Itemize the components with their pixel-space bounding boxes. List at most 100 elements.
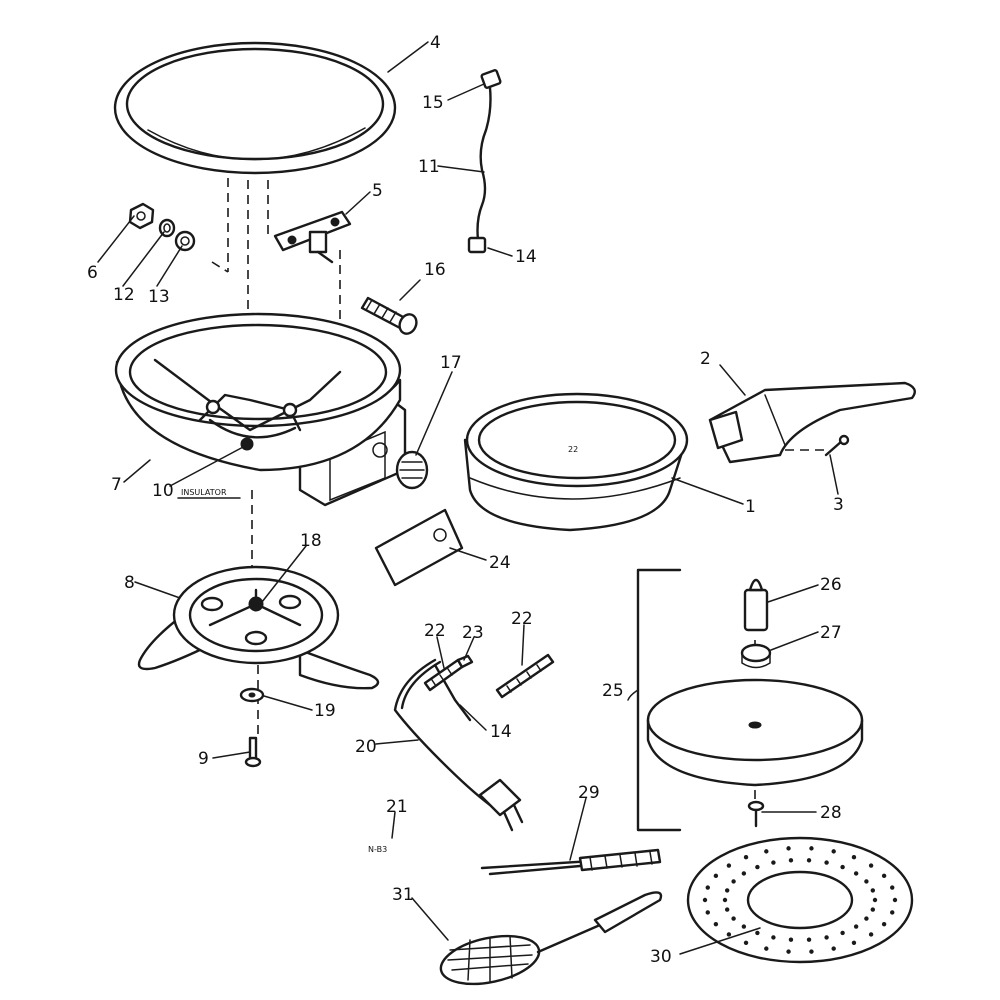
trivet-hole [743,940,749,945]
trivet-hole [764,849,769,854]
trivet-hole [824,860,829,865]
callout-24: 24 [489,553,511,573]
callout-28: 28 [820,803,842,823]
trivet-hole [881,921,887,927]
terminal-block-part-5 [273,210,352,264]
trivet-hole [726,932,732,937]
trivet-hole [722,897,728,903]
trivet-hole [755,930,760,936]
screw-part-16 [360,296,418,335]
nut-part-27 [740,643,772,669]
cover-plate-part-25 [646,678,864,787]
control-knob-part-17 [395,450,429,490]
trivet-hole [868,863,874,868]
callout-10: 10 [152,481,174,501]
callout-labels: 4 15 11 14 5 16 6 12 13 17 7 10 2 1 3 24… [87,33,844,967]
callout-31: 31 [392,885,414,905]
lid-ring-part-4 [113,41,397,175]
washer-part-19 [239,687,265,703]
trivet-hole [870,907,876,912]
trivet-hole [853,871,859,876]
insulation-sleeve-part-22b [495,653,555,699]
trivet-hole [726,863,732,868]
callout-19: 19 [314,701,336,721]
trivet-hole [806,858,812,863]
part-21: N-B3 [368,845,387,854]
trivet-hole [892,897,898,903]
callout-9: 9 [198,749,209,769]
callout-23: 23 [462,623,484,643]
callout-6: 6 [87,263,98,283]
trivet-hole [809,949,814,954]
trivet-hole [881,873,887,879]
trivet-hole [872,897,878,903]
insulator-label: INSULATOR [181,488,227,497]
trivet-hole [731,916,736,921]
trivet-hole [851,855,857,860]
trivet-hole [705,910,710,915]
brush-part-29 [480,848,662,876]
cord-set-part-20 [393,658,524,832]
leader-lines [97,41,839,955]
callout-21: 21 [386,797,408,817]
fryer-base-part-7 [114,312,407,507]
callout-1: 1 [745,497,756,517]
callout-25: 25 [602,681,624,701]
trivet-hole [806,937,812,942]
callout-14b: 14 [490,722,512,742]
trivet-hole [851,940,857,945]
trivet-hole [809,846,814,851]
probe-part-26 [743,578,769,632]
trivet-hole [864,916,869,921]
callout-3: 3 [833,495,844,515]
trivet-hole [702,897,708,903]
callout-2: 2 [700,349,711,369]
handle-part-2 [708,381,916,464]
callout-14a: 14 [515,247,537,267]
callout-29: 29 [578,783,600,803]
trivet-hole [788,858,794,863]
screw-part-9 [244,736,262,768]
callout-11: 11 [418,157,440,177]
trivet-hole [824,935,829,940]
screw-part-3 [824,434,850,457]
callout-20: 20 [355,737,377,757]
pan-stamp: 22 [568,445,578,454]
trivet-hole [864,879,869,884]
trivet-hole [890,885,895,890]
trivet-holes [702,846,898,954]
trivet-hole [788,937,794,942]
screw-part-28 [747,800,765,828]
bracket-part-25 [627,568,682,832]
trivet-hole [743,855,749,860]
callout-15: 15 [422,93,444,113]
part21-marking: N-B3 [368,845,387,854]
trivet-hole [840,864,845,870]
trivet-hole [786,846,791,851]
trivet-hole [741,924,747,929]
trivet-hole [853,924,859,929]
trivet-hole [713,873,719,879]
callout-13: 13 [148,287,170,307]
trivet-hole [741,871,747,876]
callout-26: 26 [820,575,842,595]
callout-8: 8 [124,573,135,593]
trivet-hole [870,888,876,893]
trivet-hole [786,949,791,954]
trivet-hole [771,935,776,940]
trivet-hole [731,879,736,884]
trivet-hole [831,946,836,951]
callout-12: 12 [113,285,135,305]
insulator-plate-part-24 [374,508,464,587]
callout-22b: 22 [511,609,533,629]
fry-pan-part-1: 22 [463,392,689,532]
trivet-hole [771,860,776,865]
callout-17: 17 [440,353,462,373]
wire-assembly-part-11 [467,69,502,254]
trivet-hole [890,910,895,915]
callout-16: 16 [424,260,446,280]
callout-18: 18 [300,531,322,551]
washer-part-13 [174,230,196,252]
trivet-hole [724,907,730,912]
